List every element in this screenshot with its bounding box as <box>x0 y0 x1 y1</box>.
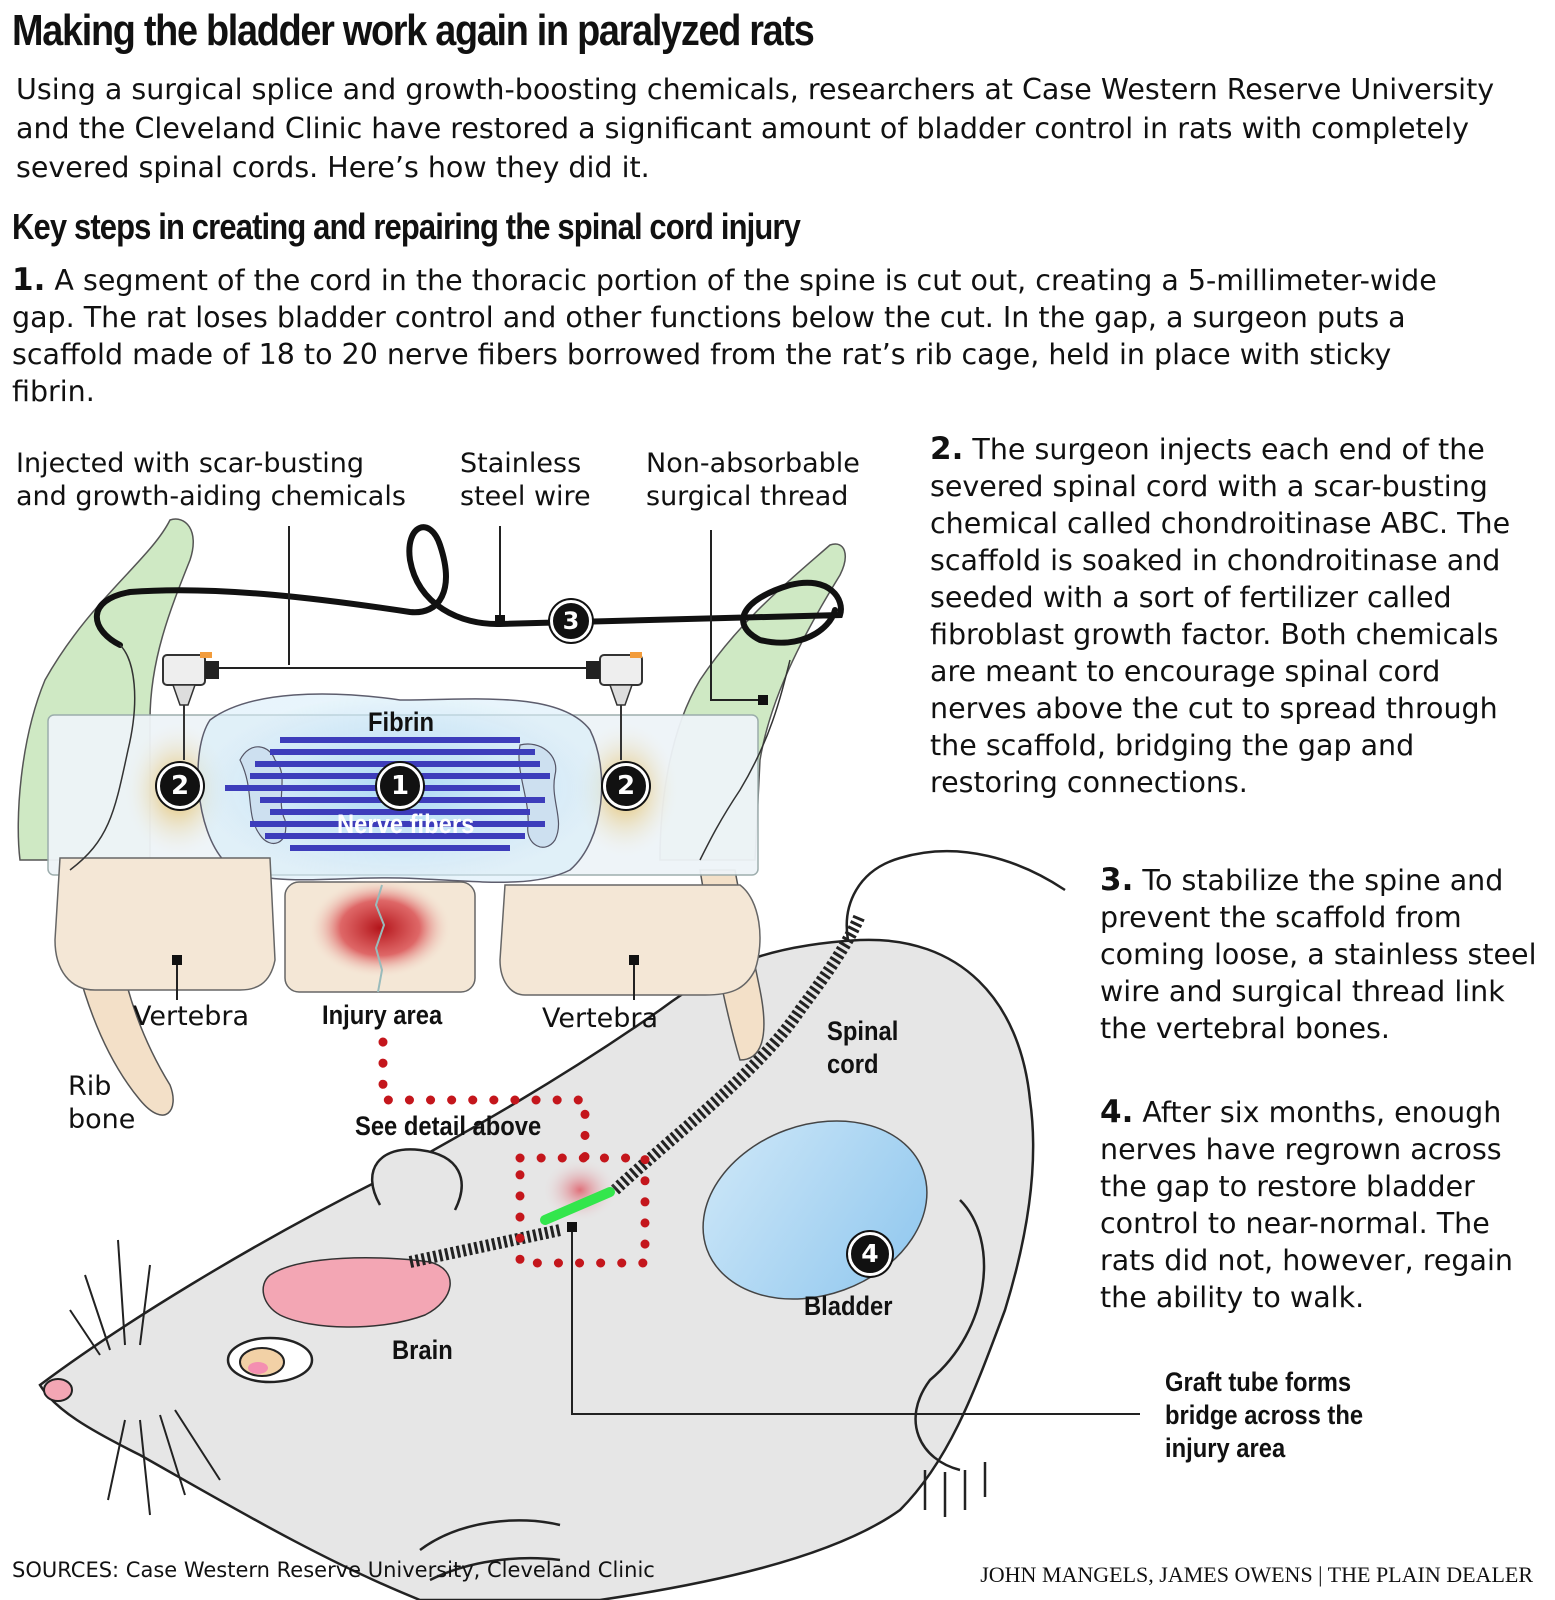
label-graft-line2: bridge across the <box>1165 1400 1364 1430</box>
step-2: 2. The surgeon injects each end of the s… <box>930 431 1540 801</box>
label-rib-bone: Rib bone <box>68 1070 135 1136</box>
step-3: 3. To stabilize the spine and prevent th… <box>1100 862 1545 1047</box>
step-4: 4. After six months, enough nerves have … <box>1100 1094 1545 1316</box>
step-3-text: To stabilize the spine and prevent the s… <box>1100 864 1537 1045</box>
label-injected-line1: Injected with scar-busting <box>16 448 365 479</box>
label-nerve-fibers: Nerve fibers <box>337 809 475 839</box>
label-spinal-line1: Spinal <box>827 1016 899 1046</box>
marker-1: 1 <box>377 763 423 809</box>
step-3-number: 3. <box>1100 862 1134 898</box>
label-steel-wire: Stainless steel wire <box>460 447 591 513</box>
marker-2-right: 2 <box>603 763 649 809</box>
rat-illustration <box>38 849 1140 1600</box>
label-vertebra-left: Vertebra <box>133 1001 250 1032</box>
intro-paragraph: Using a surgical splice and growth-boost… <box>16 73 1495 184</box>
label-surgical-thread: Non-absorbable surgical thread <box>646 447 860 513</box>
headline: Making the bladder work again in paralyz… <box>12 6 815 55</box>
step-2-text: The surgeon injects each end of the seve… <box>930 433 1511 799</box>
marker-4: 4 <box>848 1232 892 1276</box>
label-spinal-cord: Spinal cord <box>827 1015 898 1081</box>
spine-detail <box>17 518 846 1116</box>
label-vertebra-right: Vertebra <box>542 1003 659 1034</box>
label-wire-line1: Stainless <box>460 448 582 479</box>
syringe-right <box>586 652 643 760</box>
label-bladder: Bladder <box>804 1291 893 1321</box>
label-fibrin: Fibrin <box>368 707 434 737</box>
label-rib-line2: bone <box>68 1104 136 1135</box>
label-wire-line2: steel wire <box>460 481 591 512</box>
sources-line: SOURCES: Case Western Reserve University… <box>12 1558 655 1582</box>
label-injected-line2: and growth-aiding chemicals <box>16 481 406 512</box>
step-4-text: After six months, enough nerves have reg… <box>1100 1096 1513 1314</box>
label-spinal-line2: cord <box>827 1049 879 1079</box>
step-1: 1. A segment of the cord in the thoracic… <box>12 262 1482 410</box>
syringe-left <box>162 652 219 760</box>
label-injury-area: Injury area <box>322 1000 443 1030</box>
section-heading: Key steps in creating and repairing the … <box>12 206 801 247</box>
marker-3: 3 <box>550 600 592 642</box>
label-graft-line3: injury area <box>1165 1433 1286 1463</box>
label-graft-line1: Graft tube forms <box>1165 1367 1352 1397</box>
step-1-text: A segment of the cord in the thoracic po… <box>12 264 1437 408</box>
label-injected: Injected with scar-busting and growth-ai… <box>16 447 406 513</box>
label-rib-line1: Rib <box>68 1071 112 1102</box>
marker-2-left: 2 <box>157 763 203 809</box>
label-thread-line1: Non-absorbable <box>646 448 860 479</box>
step-2-number: 2. <box>930 431 964 467</box>
label-graft-tube: Graft tube forms bridge across the injur… <box>1165 1366 1363 1465</box>
credit-line: JOHN MANGELS, JAMES OWENS | THE PLAIN DE… <box>980 1562 1533 1587</box>
step-4-number: 4. <box>1100 1094 1134 1130</box>
label-brain: Brain <box>392 1335 453 1365</box>
step-1-number: 1. <box>12 262 46 298</box>
label-see-detail: See detail above <box>355 1111 542 1141</box>
label-thread-line2: surgical thread <box>646 481 849 512</box>
